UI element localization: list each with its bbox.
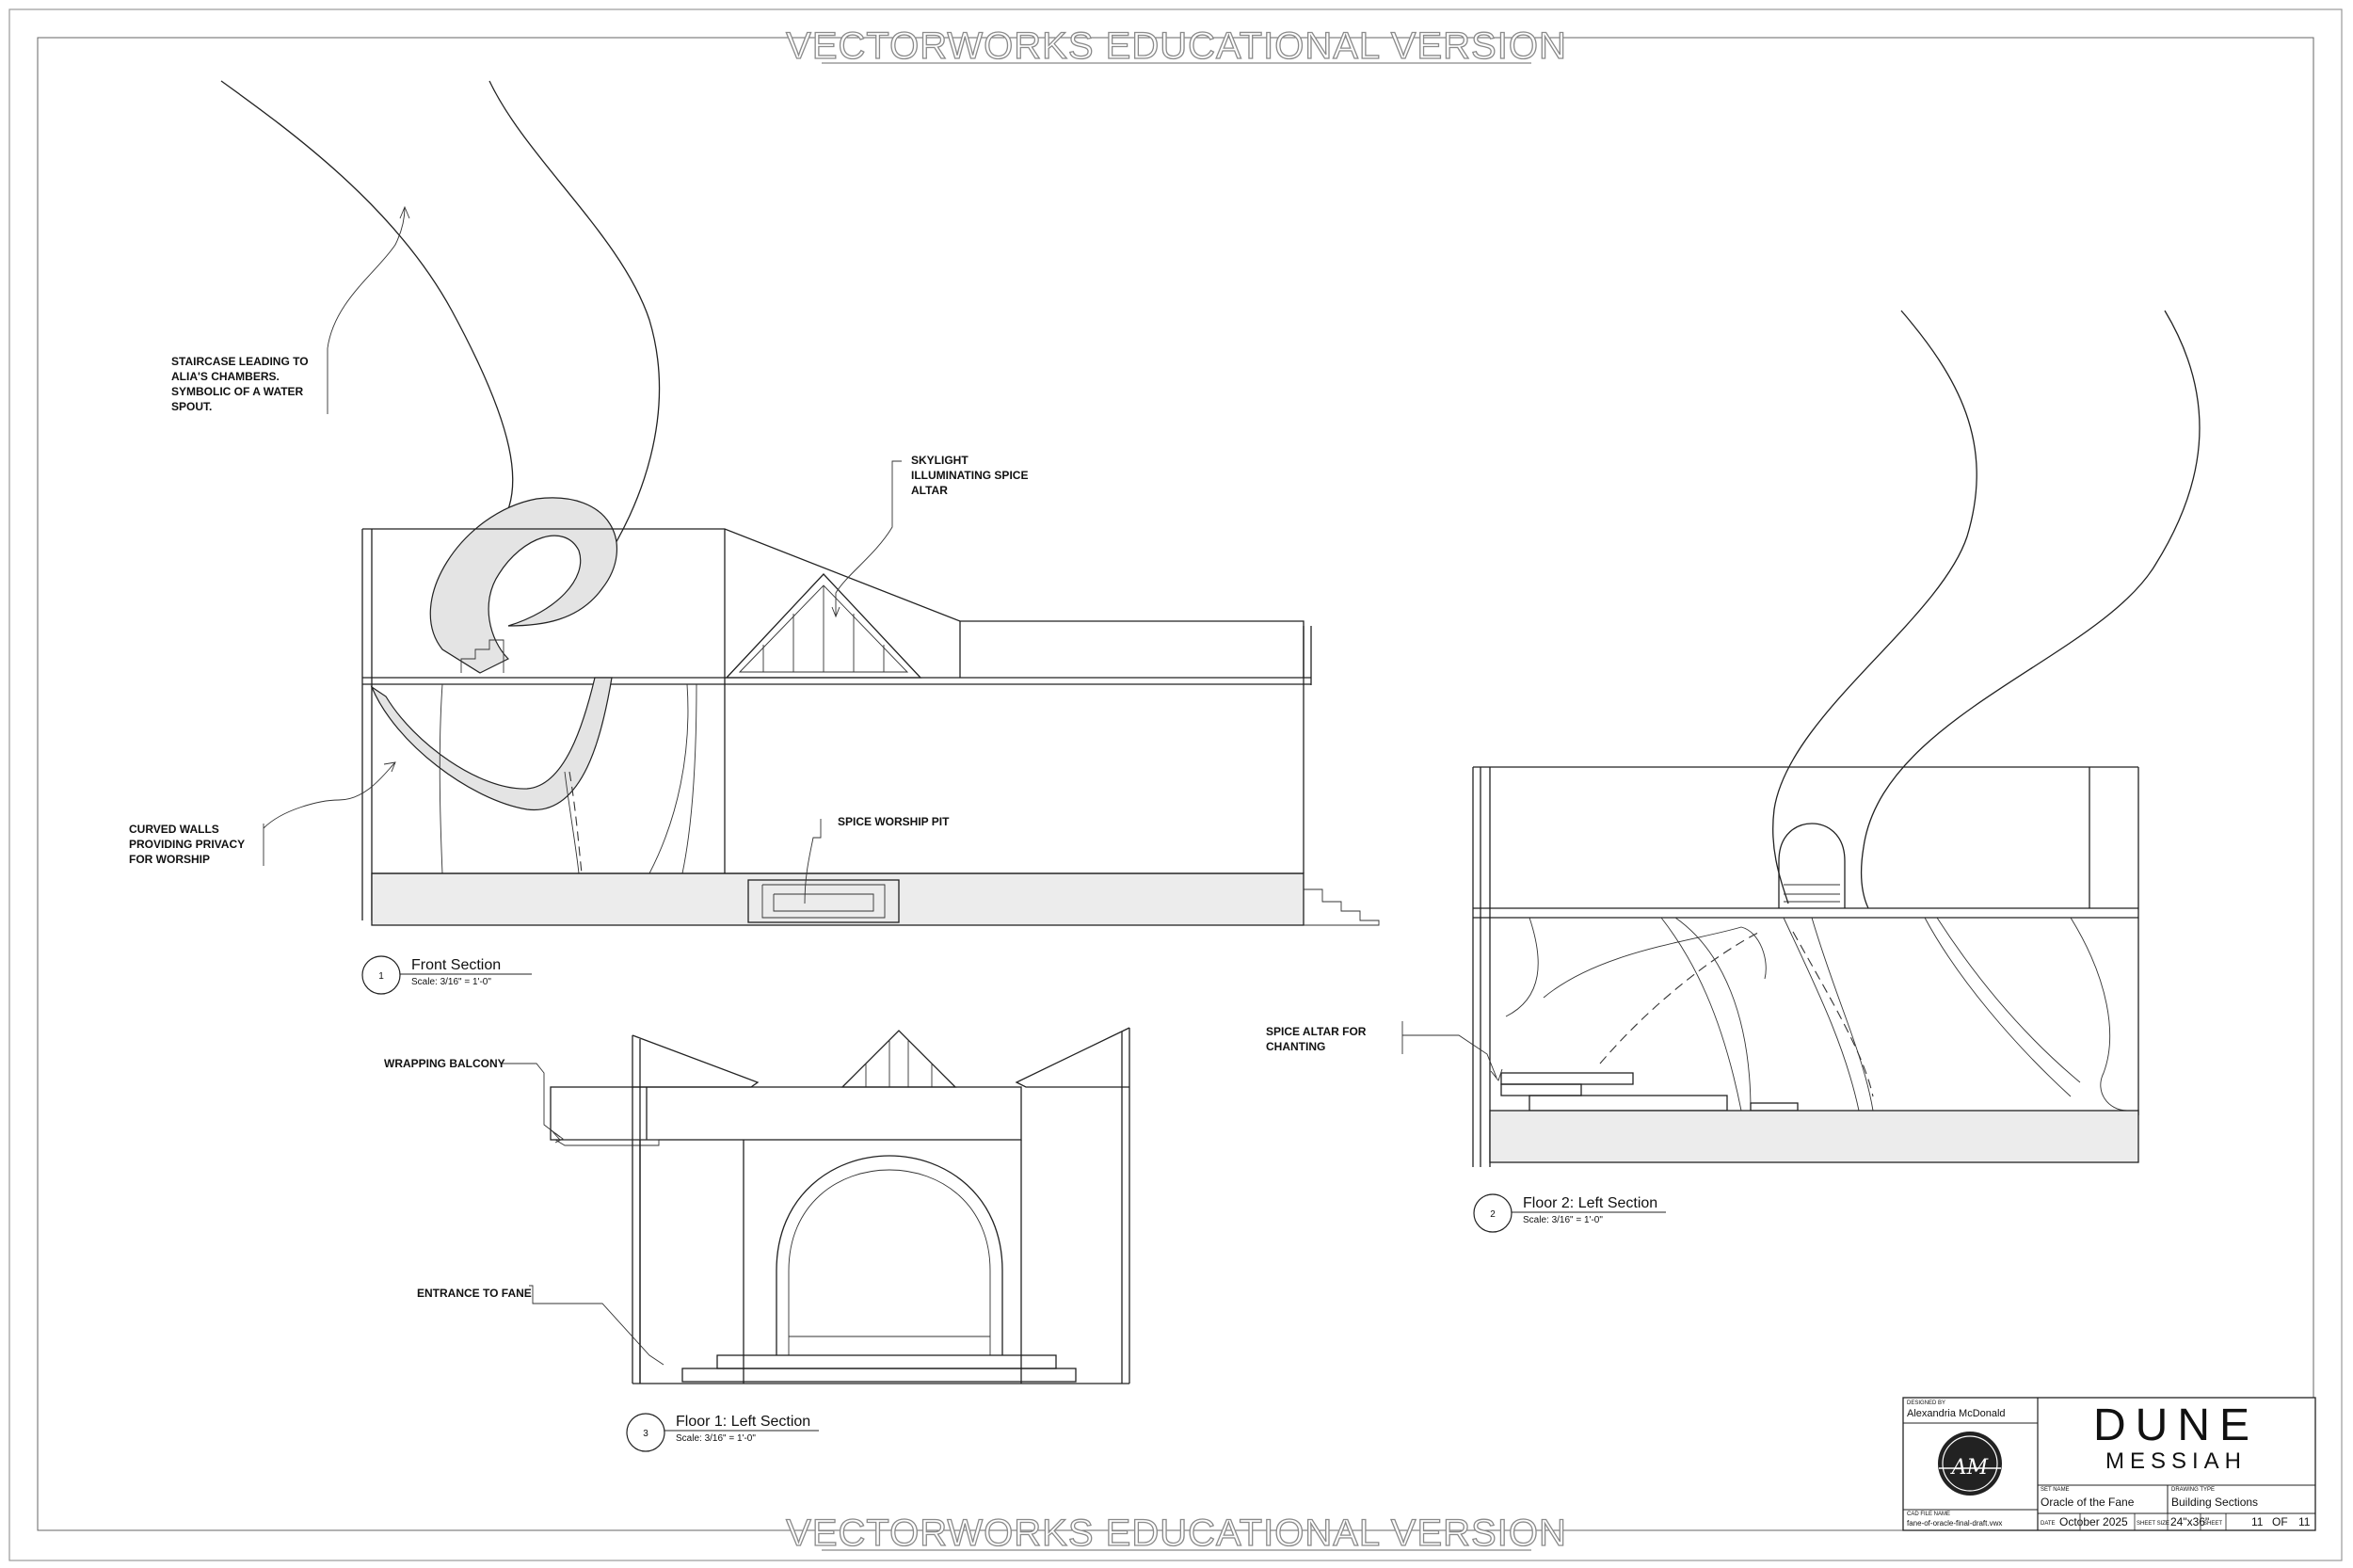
date-label: DATE xyxy=(2041,1521,2056,1527)
drawing-type: Building Sections xyxy=(2171,1496,2258,1509)
label-curved-walls-1: CURVED WALLS xyxy=(129,823,219,836)
staircase-steps xyxy=(460,639,504,673)
spout-curve-right xyxy=(488,80,661,566)
set-name: Oracle of the Fane xyxy=(2041,1496,2135,1509)
watermark-top: VECTORWORKS EDUCATIONAL VERSION xyxy=(786,25,1567,67)
label-staircase-4: SPOUT. xyxy=(171,400,212,413)
label-skylight-1: SKYLIGHT xyxy=(911,454,968,467)
view-3-scale: Scale: 3/16" = 1'-0" xyxy=(676,1433,756,1444)
entrance-arch xyxy=(776,1155,1003,1355)
sheet-total: 11 xyxy=(2298,1515,2311,1528)
view-tag-1: 1 Front Section Scale: 3/16" = 1'-0" xyxy=(361,955,532,995)
view-tag-3: 3 Floor 1: Left Section Scale: 3/16" = 1… xyxy=(626,1413,819,1452)
spice-worship-pit xyxy=(747,879,900,923)
sheet-of: OF xyxy=(2272,1515,2288,1528)
entrance-steps-lower xyxy=(681,1368,1077,1383)
set-name-label: SET NAME xyxy=(2041,1487,2070,1493)
curved-worship-wall xyxy=(370,677,613,810)
watermark-bottom: VECTORWORKS EDUCATIONAL VERSION xyxy=(786,1512,1567,1554)
sheet-number: 11 xyxy=(2251,1515,2264,1528)
view-2-title: Floor 2: Left Section xyxy=(1523,1195,1657,1211)
front-leaders xyxy=(263,205,902,904)
designed-by-label: DESIGNED BY xyxy=(1907,1400,1945,1406)
view-2-scale: Scale: 3/16" = 1'-0" xyxy=(1523,1215,1603,1225)
cad-file-name: fane-of-oracle-final-draft.vwx xyxy=(1907,1519,2002,1528)
view-1-number: 1 xyxy=(378,971,384,982)
designer-name: Alexandria McDonald xyxy=(1907,1408,2006,1419)
label-staircase-1: STAIRCASE LEADING TO xyxy=(171,355,309,368)
front-base-slab xyxy=(371,872,1305,926)
title-block: DESIGNED BY Alexandria McDonald AM CAD F… xyxy=(1902,1397,2316,1531)
floor2-leaders xyxy=(1401,1021,1503,1081)
sheet-label: SHEET xyxy=(2203,1521,2222,1527)
floor1-leaders xyxy=(502,1063,664,1366)
floor1-right-wing xyxy=(1015,1027,1130,1088)
staircase-loop xyxy=(429,497,617,674)
view-1-scale: Scale: 3/16" = 1'-0" xyxy=(411,977,491,987)
sheet-size-label: SHEET SIZE xyxy=(2137,1521,2169,1527)
skylight-frame xyxy=(725,573,922,679)
label-staircase-3: SYMBOLIC OF A WATER xyxy=(171,385,304,398)
floor2-niche xyxy=(1778,823,1846,908)
drawing-frame xyxy=(37,37,2314,1531)
drawing-type-label: DRAWING TYPE xyxy=(2171,1487,2215,1493)
sheet-border xyxy=(8,8,2343,1561)
label-curved-walls-3: FOR WORSHIP xyxy=(129,853,210,866)
floor2-spout-left xyxy=(1772,310,1977,904)
date-value: October 2025 xyxy=(2059,1515,2128,1528)
view-3-title: Floor 1: Left Section xyxy=(676,1414,810,1430)
label-spice-altar-2: CHANTING xyxy=(1266,1040,1325,1053)
label-skylight-2: ILLUMINATING SPICE xyxy=(911,469,1028,482)
spout-curve-left xyxy=(220,80,514,528)
logo-text: AM xyxy=(1950,1456,1989,1480)
floor2-base-slab xyxy=(1489,1110,2139,1163)
view-1-title: Front Section xyxy=(411,957,501,973)
view-3-number: 3 xyxy=(643,1429,648,1439)
front-exterior-steps xyxy=(1304,888,1380,926)
label-balcony: WRAPPING BALCONY xyxy=(384,1057,505,1070)
wrapping-balcony xyxy=(550,1086,1022,1141)
view-2-number: 2 xyxy=(1490,1209,1496,1220)
label-staircase-2: ALIA'S CHAMBERS. xyxy=(171,370,280,383)
sheet-size-value: 24"x36" xyxy=(2170,1515,2209,1528)
project-title: DUNE xyxy=(2093,1400,2259,1450)
floor2-left-section-drawing xyxy=(1472,310,2201,1167)
label-curved-walls-2: PROVIDING PRIVACY xyxy=(129,838,245,851)
designer-logo: AM xyxy=(1938,1432,2002,1496)
front-section-drawing xyxy=(220,80,1380,926)
floor1-left-section-drawing xyxy=(550,1027,1130,1384)
label-spice-pit: SPICE WORSHIP PIT xyxy=(838,815,950,828)
label-spice-altar-1: SPICE ALTAR FOR xyxy=(1266,1025,1367,1038)
project-subtitle: MESSIAH xyxy=(2105,1448,2247,1474)
label-skylight-3: ALTAR xyxy=(911,484,948,497)
view-tag-2: 2 Floor 2: Left Section Scale: 3/16" = 1… xyxy=(1473,1193,1666,1233)
floor2-spout-right xyxy=(1860,310,2201,909)
cad-file-label: CAD FILE NAME xyxy=(1907,1512,1950,1517)
label-entrance: ENTRANCE TO FANE xyxy=(417,1287,532,1300)
